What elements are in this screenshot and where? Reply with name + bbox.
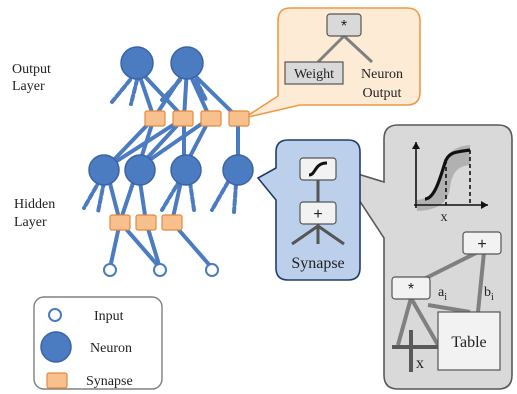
synapse <box>161 214 183 231</box>
sum-operator-symbol: + <box>313 206 322 223</box>
input-node <box>103 263 117 277</box>
multiply-operator-symbol: * <box>341 18 347 35</box>
output-layer-neurons <box>120 46 204 80</box>
synapse <box>228 110 250 127</box>
detail-callout-content: x + * ai bi Table x <box>391 142 502 372</box>
hidden-neuron <box>222 154 254 186</box>
output-neuron <box>120 46 154 80</box>
synapse <box>144 110 166 127</box>
legend-input-icon <box>48 308 62 322</box>
legend-box <box>33 296 163 390</box>
legend-synapse-icon <box>46 372 68 389</box>
synapse-callout-title: Synapse <box>291 255 344 272</box>
output-layer-label-line2: Layer <box>12 79 45 94</box>
coefficient-b-label: bi <box>484 285 494 303</box>
hidden-layer-label-line1: Hidden <box>14 197 55 212</box>
legend: Input Neuron Synapse <box>33 296 163 390</box>
sum-operator-box <box>299 201 337 225</box>
legend-neuron-label: Neuron <box>90 341 132 356</box>
plot-x-axis-label: x <box>441 210 448 225</box>
hidden-neuron <box>88 154 120 186</box>
synapse <box>135 214 157 231</box>
sigmoid-box <box>299 157 337 181</box>
hidden-neuron <box>170 154 202 186</box>
detail-multiply-box <box>391 276 431 300</box>
activation-plot-icon: x <box>412 142 488 225</box>
output-callout-content: * Weight Neuron Output <box>284 13 403 101</box>
coefficient-a-label: ai <box>438 285 447 303</box>
output-layer-label-line1: Output <box>12 62 51 77</box>
detail-multiply-symbol: * <box>408 281 414 298</box>
synapse <box>172 110 194 127</box>
synapse <box>200 110 222 127</box>
weight-label: Weight <box>294 67 334 82</box>
sigmoid-icon <box>308 161 328 177</box>
lookup-table-box <box>437 311 501 371</box>
hidden-layer-label-line2: Layer <box>14 215 47 230</box>
input-node <box>205 263 219 277</box>
weight-box <box>284 61 344 85</box>
synapse-callout-content: + Synapse <box>291 157 345 272</box>
legend-synapse-label: Synapse <box>86 374 133 389</box>
legend-neuron-icon <box>40 331 72 363</box>
legend-input-label: Input <box>94 309 124 324</box>
multiply-operator-box <box>326 13 362 37</box>
detail-wires <box>396 250 486 346</box>
detail-sum-symbol: + <box>477 236 486 253</box>
synapse <box>109 214 131 231</box>
output-neuron <box>170 46 204 80</box>
synapse-row-bottom <box>109 214 183 231</box>
hidden-layer-neurons <box>88 154 254 186</box>
detail-x-input-label: x <box>416 355 424 372</box>
hidden-neuron <box>124 154 156 186</box>
synapse-row-top <box>144 110 250 127</box>
neuron-output-label-line1: Neuron <box>361 67 403 82</box>
input-node <box>153 263 167 277</box>
input-nodes <box>103 263 219 277</box>
detail-sum-box <box>462 231 502 255</box>
lookup-table-label: Table <box>451 334 486 351</box>
neuron-output-label-line2: Output <box>363 86 402 101</box>
